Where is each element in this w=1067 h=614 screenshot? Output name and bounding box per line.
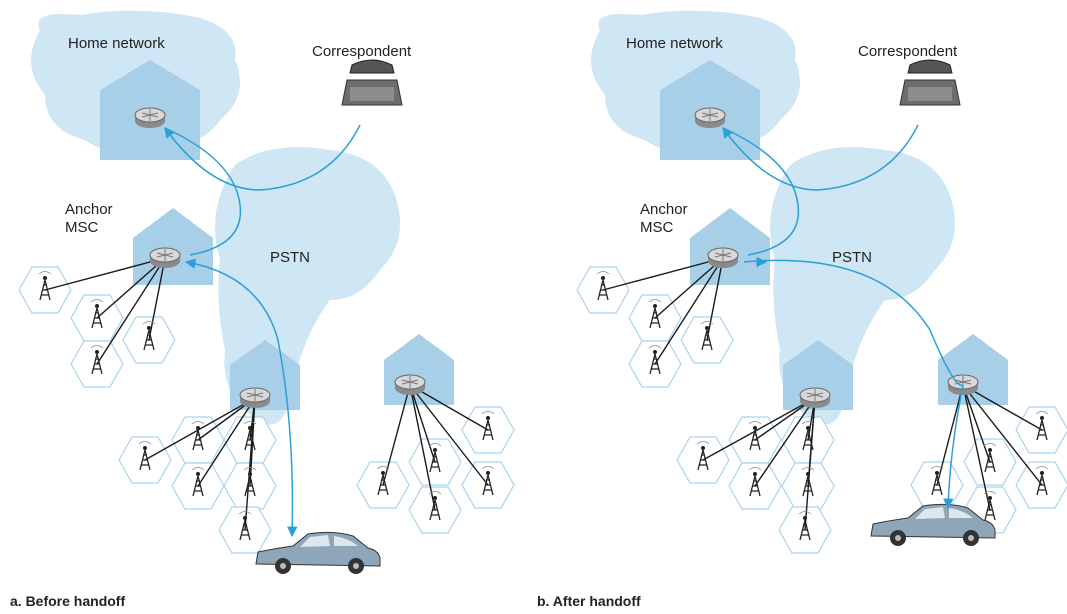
- other-links: [382, 384, 489, 511]
- telephone-icon: [341, 59, 403, 106]
- msc-label: MSC: [640, 219, 674, 236]
- call-path-correspondent-home: [722, 124, 919, 191]
- anchor-links: [602, 257, 724, 365]
- anchor-msc-building: [133, 208, 213, 285]
- pstn-label: PSTN: [270, 249, 310, 266]
- panel-before-handoff: Home network Correspondent Anchor MSC PS…: [10, 10, 515, 609]
- call-path-home-anchor: [164, 127, 242, 256]
- call-path-anchor-car: [184, 258, 298, 538]
- pstn-label: PSTN: [832, 249, 872, 266]
- other-msc-building: [384, 334, 454, 405]
- anchor-label: Anchor: [65, 201, 113, 218]
- anchor-links: [44, 257, 166, 365]
- home-network-label: Home network: [68, 35, 165, 52]
- caption-after-handoff: b. After handoff: [537, 593, 641, 609]
- telephone-icon: [899, 59, 961, 106]
- other-cell-cluster: [356, 406, 515, 534]
- msc-label: MSC: [65, 219, 99, 236]
- call-path-home-anchor: [722, 127, 800, 256]
- anchor-label: Anchor: [640, 201, 688, 218]
- visited-links: [936, 384, 1043, 511]
- router-icon: [149, 247, 181, 269]
- panel-after-handoff: Home network Correspondent Anchor MSC PS…: [537, 10, 1067, 609]
- router-icon: [707, 247, 739, 269]
- home-network-building: [100, 60, 200, 160]
- router-icon: [394, 374, 426, 396]
- call-path-anchor-visited: [743, 259, 964, 387]
- correspondent-label: Correspondent: [858, 43, 958, 60]
- anchor-msc-building: [690, 208, 770, 285]
- home-network-label: Home network: [626, 35, 723, 52]
- correspondent-label: Correspondent: [312, 43, 412, 60]
- car-icon: [255, 531, 381, 575]
- router-icon: [239, 387, 271, 409]
- caption-before-handoff: a. Before handoff: [10, 593, 125, 609]
- home-network-building: [660, 60, 760, 160]
- call-path-visited-car: [943, 384, 964, 510]
- call-path-correspondent-home: [164, 124, 361, 191]
- router-icon: [799, 387, 831, 409]
